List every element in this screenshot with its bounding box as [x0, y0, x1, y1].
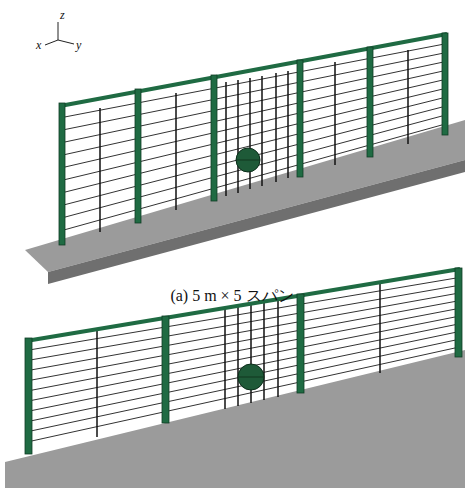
axis-label: z [60, 8, 65, 23]
axis-label: y [76, 38, 81, 53]
axis-label: x [36, 38, 41, 53]
subfigure-caption: (a) 5 m × 5 スパン [170, 286, 293, 307]
